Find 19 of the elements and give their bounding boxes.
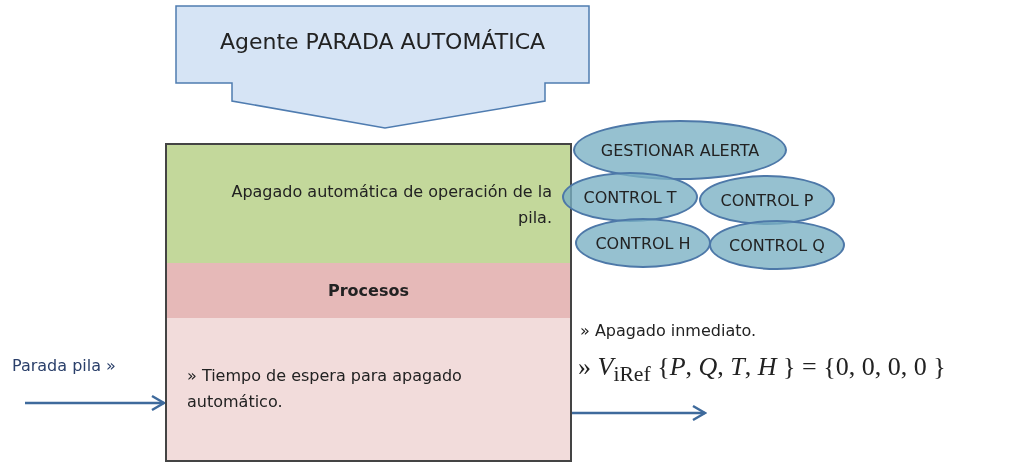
- node-text: CONTROL T: [583, 187, 677, 207]
- edge-label: Parada pila »: [12, 356, 116, 375]
- node-text: GESTIONAR ALERTA: [600, 140, 760, 160]
- node-text: Procesos: [328, 280, 409, 303]
- block-arrow: [175, 5, 590, 129]
- box-section: [165, 318, 572, 462]
- output-text: » V$_{iRef}$ {P, Q, T, H } = {0, 0, 0, 0 }: [578, 352, 946, 388]
- box-section: [165, 263, 572, 319]
- node-text: » Tiempo de espera para apagado automático.: [187, 365, 463, 413]
- node-text: CONTROL P: [720, 190, 814, 210]
- node-text: Agente PARADA AUTOMÁTICA: [219, 29, 546, 54]
- node-text: CONTROL H: [595, 233, 691, 253]
- ellipse-node: [575, 218, 711, 268]
- arrow: [25, 394, 166, 412]
- output-text: » Apagado inmediato.: [580, 321, 757, 340]
- node-text: CONTROL Q: [729, 235, 825, 255]
- arrow: [572, 404, 707, 422]
- node-text: Apagado automática de operación de la pila.: [230, 180, 552, 229]
- box-section: [165, 143, 572, 264]
